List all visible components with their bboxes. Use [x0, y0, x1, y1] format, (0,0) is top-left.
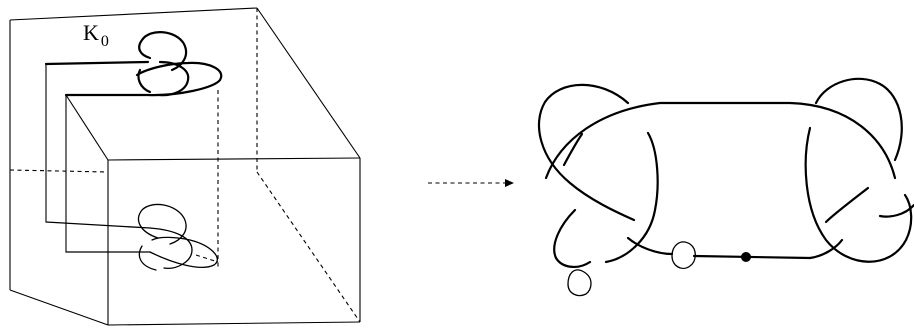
knot-top-arc — [544, 101, 897, 180]
knot-loop — [138, 245, 157, 271]
knot-bottom-right — [808, 238, 844, 260]
knot-label-main: K — [83, 20, 99, 45]
knot-right-tail — [878, 203, 914, 218]
slab-edge — [65, 94, 109, 161]
knot-left-crossing — [604, 131, 659, 264]
knot-loop — [138, 31, 188, 72]
knot-right-under — [824, 186, 870, 224]
knot-loop — [137, 68, 152, 94]
hidden-edge — [9, 169, 109, 173]
knot-bottom-left — [626, 236, 674, 256]
hidden-edges — [9, 8, 361, 323]
box-edge — [107, 157, 361, 161]
knot-strand — [149, 227, 193, 269]
knot-strand — [158, 60, 190, 97]
meridian-loop — [567, 269, 592, 297]
knot-label-subscript: 0 — [101, 33, 109, 50]
knot-strand — [64, 61, 223, 97]
transition-arrow — [428, 179, 514, 187]
box-edge — [9, 289, 109, 326]
hidden-edge — [195, 254, 219, 263]
box-edge — [256, 7, 361, 159]
base-point — [741, 252, 751, 262]
knot-k0-upper — [44, 31, 223, 97]
knot-k0-lower — [45, 203, 218, 271]
knot-bottom-strand — [692, 254, 812, 260]
box-edge — [9, 7, 258, 21]
knot-right-lobe — [814, 77, 903, 162]
knot-left-lower — [553, 208, 592, 268]
box-edge — [107, 321, 361, 326]
arrow-head — [505, 179, 514, 187]
knot-right-lower — [804, 126, 913, 263]
knot-left-under — [562, 132, 584, 167]
knot-diagram — [537, 77, 914, 297]
hidden-edge — [256, 171, 361, 323]
knot-left-lobe — [537, 83, 636, 222]
meridian-loop — [671, 241, 696, 270]
knot-strand — [45, 221, 151, 229]
knot-loop — [137, 203, 187, 245]
knot-strand — [44, 60, 150, 66]
